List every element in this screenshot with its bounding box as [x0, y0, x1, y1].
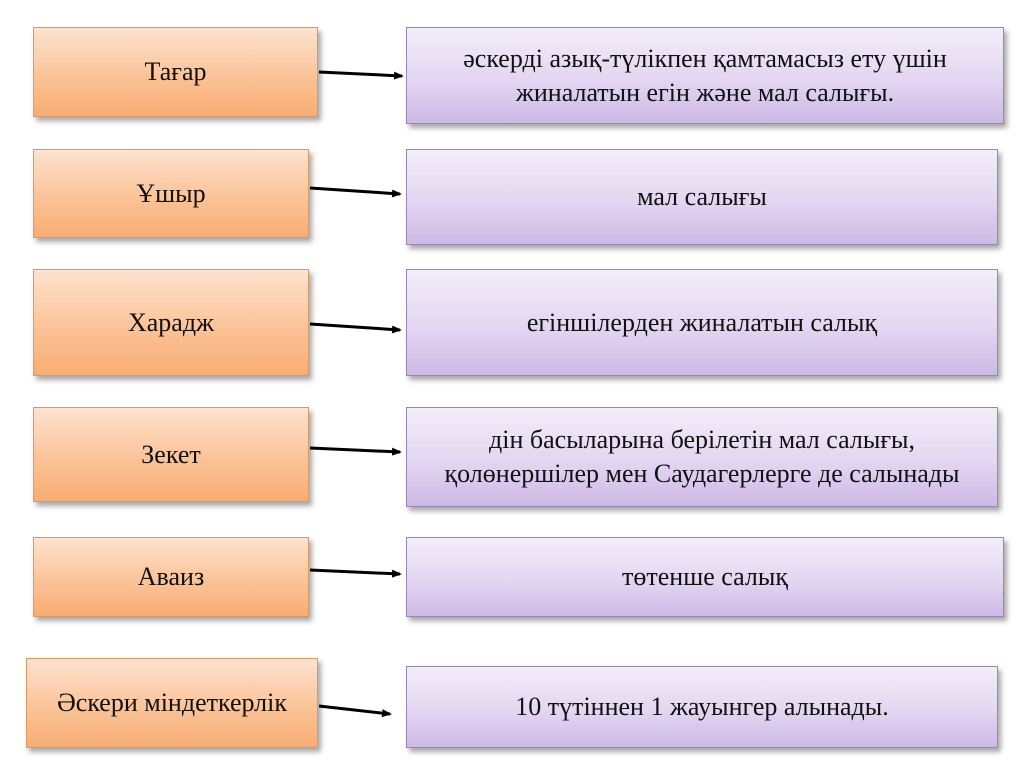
term-box-kharadzh: Харадж [33, 269, 309, 376]
arrow-zeket [309, 446, 402, 456]
term-label: Харадж [127, 307, 215, 337]
arrow-kharadzh [309, 322, 402, 334]
description-box-askeri-mindetkerlik: 10 түтіннен 1 жауынгер алынады. [406, 666, 998, 748]
description-text: 10 түтіннен 1 жауынгер алынады. [515, 692, 889, 722]
description-box-zeket: дін басыларына берілетін мал салығы, қол… [406, 407, 998, 507]
term-box-askeri-mindetkerlik: Әскери міндеткерлік [26, 658, 318, 748]
description-text: егіншілерден жиналатын салық [526, 307, 878, 337]
term-label: Әскери міндеткерлік [57, 688, 287, 718]
description-text: әскерді азық-түлікпен қамтамасыз ету үші… [463, 43, 947, 107]
term-box-tagar: Тағар [33, 27, 318, 117]
description-box-kharadzh: егіншілерден жиналатын салық [406, 269, 998, 376]
arrow-askeri-mindetkerlik [318, 704, 392, 718]
term-label: Зекет [141, 439, 201, 469]
term-label: Тағар [144, 57, 207, 87]
term-label: Аваиз [137, 562, 205, 592]
arrow-avaiz [309, 568, 402, 578]
arrow-ushyr [309, 186, 402, 198]
description-text: дін басыларына берілетін мал салығы, қол… [444, 425, 960, 488]
description-text: төтенше салық [622, 562, 788, 592]
description-box-avaiz: төтенше салық [406, 537, 1004, 617]
term-box-avaiz: Аваиз [33, 537, 309, 617]
description-text: мал салығы [637, 182, 767, 212]
term-box-ushyr: Ұшыр [33, 149, 309, 238]
arrow-tagar [318, 70, 404, 80]
description-box-tagar: әскерді азық-түлікпен қамтамасыз ету үші… [406, 27, 1004, 124]
term-label: Ұшыр [136, 178, 206, 208]
description-box-ushyr: мал салығы [406, 149, 998, 245]
term-box-zeket: Зекет [33, 407, 309, 502]
